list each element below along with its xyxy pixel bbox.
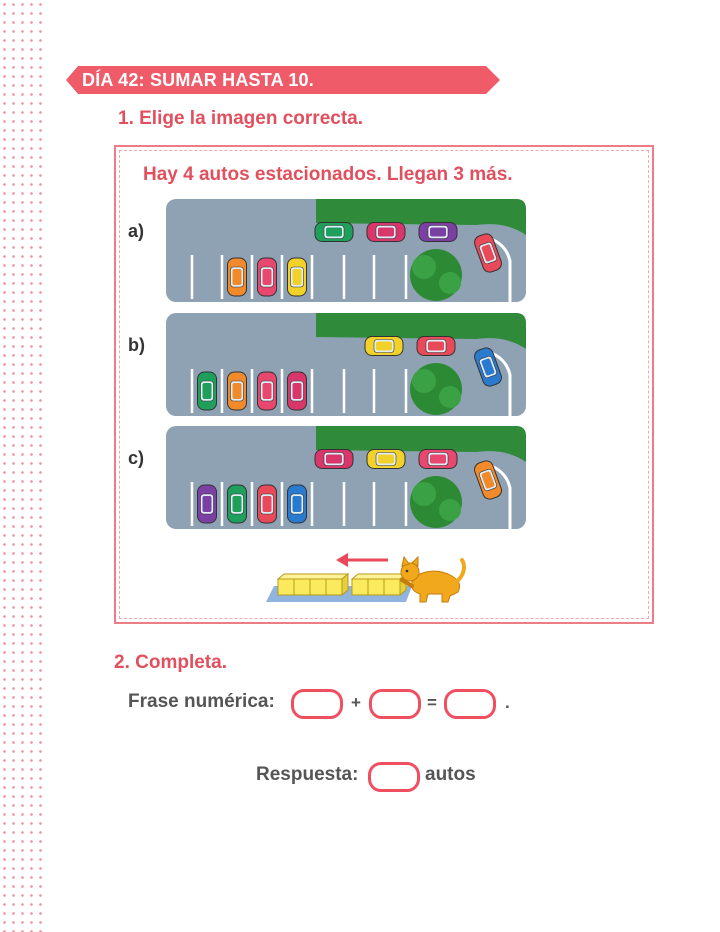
car-icon	[227, 257, 247, 297]
cars	[197, 336, 502, 411]
cars	[227, 222, 502, 297]
cat-icon	[400, 555, 466, 603]
addend-2-box[interactable]	[369, 689, 421, 719]
option-b-parking-lot[interactable]	[166, 313, 526, 416]
option-a-parking-lot[interactable]	[166, 199, 526, 302]
sentence-period: .	[505, 693, 510, 712]
equals-sign: =	[427, 693, 437, 712]
car-icon	[257, 484, 277, 524]
option-a-label[interactable]: a)	[128, 221, 145, 241]
day-title: DÍA 42: SUMAR HASTA 10.	[82, 70, 314, 90]
block-row-icon	[276, 572, 408, 597]
number-sentence-label: Frase numérica:	[128, 691, 275, 712]
car-icon	[366, 222, 406, 242]
answer-box[interactable]	[368, 762, 420, 792]
car-icon	[287, 484, 307, 524]
car-icon	[227, 371, 247, 411]
car-icon	[418, 222, 458, 242]
car-icon	[366, 449, 406, 469]
addend-1-box[interactable]	[291, 689, 343, 719]
cars	[197, 449, 502, 524]
car-icon	[474, 347, 502, 387]
car-icon	[416, 336, 456, 356]
car-icon	[474, 460, 502, 500]
car-icon	[197, 484, 217, 524]
car-icon	[418, 449, 458, 469]
car-icon	[287, 257, 307, 297]
answer-unit: autos	[425, 764, 476, 785]
option-b-label[interactable]: b)	[128, 335, 145, 355]
answer-label: Respuesta:	[256, 764, 359, 785]
sum-box[interactable]	[444, 689, 496, 719]
car-icon	[197, 371, 217, 411]
car-icon	[227, 484, 247, 524]
car-icon	[257, 371, 277, 411]
cat-pushing-blocks	[262, 548, 472, 604]
car-icon	[474, 233, 502, 273]
hedge	[316, 426, 526, 462]
car-icon	[364, 336, 404, 356]
exercise1-frame	[114, 145, 654, 624]
dotted-border	[0, 0, 44, 932]
hedge	[316, 313, 526, 349]
exercise2-title: 2. Completa.	[114, 652, 227, 673]
option-c-label[interactable]: c)	[128, 448, 145, 468]
plus-sign: +	[351, 693, 361, 712]
exercise1-title: 1. Elige la imagen correcta.	[118, 108, 363, 129]
hedge	[316, 199, 526, 235]
car-icon	[314, 222, 354, 242]
car-icon	[314, 449, 354, 469]
arrow-left-icon	[336, 553, 388, 567]
exercise1-prompt: Hay 4 autos estacionados. Llegan 3 más.	[143, 164, 513, 185]
car-icon	[257, 257, 277, 297]
day-banner	[66, 66, 500, 94]
car-icon	[287, 371, 307, 411]
option-c-parking-lot[interactable]	[166, 426, 526, 529]
